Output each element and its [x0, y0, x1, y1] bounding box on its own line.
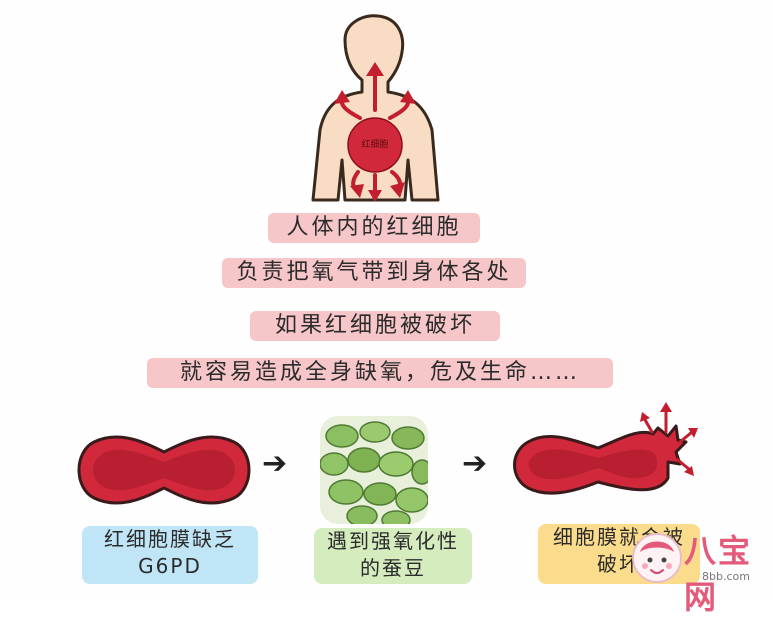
human-body-illustration: [311, 14, 440, 202]
step-label-middle: 遇到强氧化性 的蚕豆: [314, 528, 472, 584]
step-left-line2: G6PD: [138, 554, 202, 578]
damaged-red-blood-cell: [513, 402, 698, 495]
chest-red-blood-cell: [347, 117, 403, 173]
text-line-1: 人体内的红细胞: [268, 213, 480, 243]
watermark: 八宝网 8bb.com: [630, 520, 770, 616]
text-line-2: 负责把氧气带到身体各处: [222, 258, 526, 288]
step-left-line1: 红细胞膜缺乏: [104, 527, 236, 551]
step-right-line2: 破坏: [597, 552, 641, 576]
step-middle-line2: 的蚕豆: [360, 556, 426, 580]
chest-label: 红细胞: [361, 140, 389, 150]
arrow-right-icon: ➔: [462, 446, 488, 481]
oxygen-flow-arrows: [334, 62, 416, 202]
watermark-url: 8bb.com: [702, 570, 750, 583]
baby-logo-icon: [632, 533, 682, 583]
text-line-4: 就容易造成全身缺氧，危及生命……: [147, 358, 613, 388]
fava-beans-image: [320, 416, 428, 524]
text-line-3: 如果红细胞被破坏: [250, 311, 500, 341]
step-middle-line1: 遇到强氧化性: [327, 529, 459, 553]
healthy-red-blood-cell: [77, 435, 251, 505]
infographic: 红细胞 人体内的红细胞 负责把氧气带到身体各处 如果红细胞被破坏 就容易造成全身…: [77, 14, 770, 616]
step-label-left: 红细胞膜缺乏 G6PD: [82, 526, 258, 584]
arrow-right-icon: ➔: [262, 446, 288, 481]
